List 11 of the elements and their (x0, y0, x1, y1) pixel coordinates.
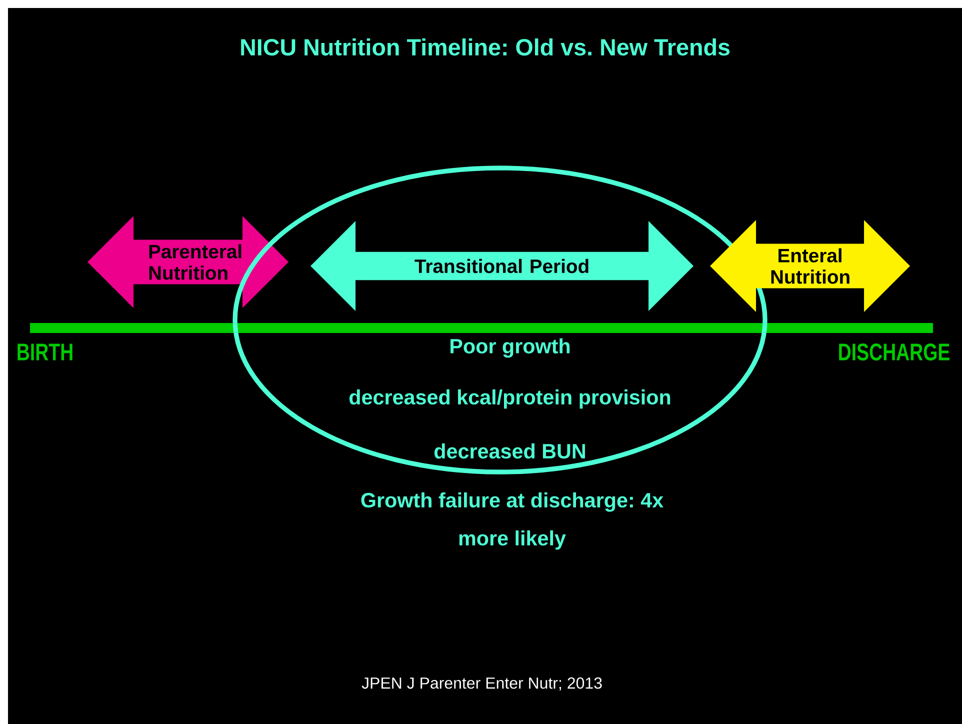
double-headed-block: Parenteral Nutrition (88, 216, 288, 308)
double-headed-block: Enteral Nutrition (710, 220, 910, 312)
title: NICU Nutrition Timeline: Old vs. New Trends (241, 38, 730, 56)
timeline-label: DISCHARGE (839, 344, 950, 360)
double-headed-block: Transitional Period (310, 221, 694, 311)
ellipse-text: decreased BUN (434, 443, 585, 459)
citation: JPEN J Parenter Enter Nutr; 2013 (362, 677, 602, 691)
ellipse-text: Poor growth (450, 338, 570, 358)
ellipse-text: decreased kcal/protein provision (350, 389, 670, 409)
timeline-label: BIRTH (18, 344, 72, 360)
note: Growth failure at discharge: 4x more likely (361, 492, 664, 550)
